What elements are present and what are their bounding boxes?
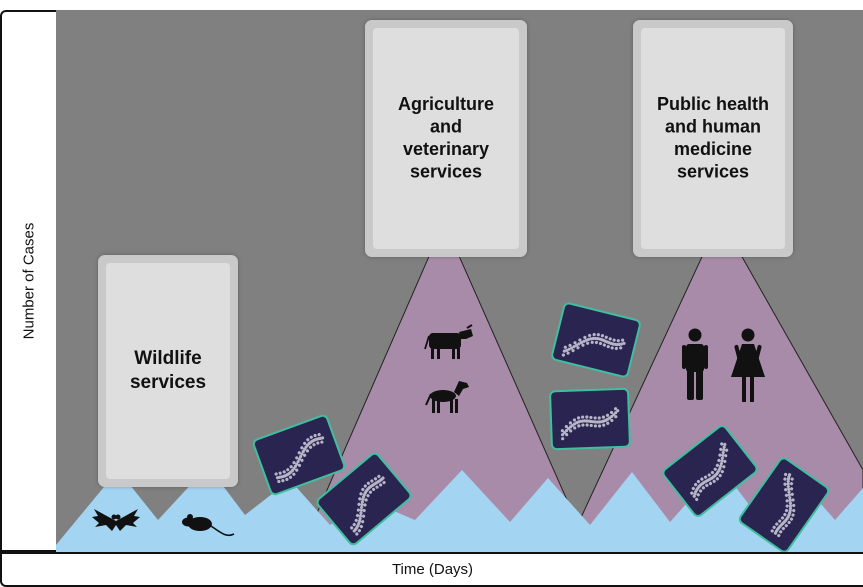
man-icon: [682, 328, 708, 400]
wildlife-service-box: [98, 255, 238, 487]
microbe-cards: [252, 302, 830, 553]
agriculture-service-box: [365, 20, 527, 257]
wildlife-peaks-band: [56, 466, 863, 552]
microbe-card: [252, 414, 346, 496]
x-axis-label: Time (Days): [0, 552, 863, 587]
microbe-card: [662, 425, 758, 517]
rat-icon: [182, 514, 235, 537]
y-axis-label-box: Number of Cases: [0, 10, 56, 552]
microbe-card: [551, 302, 641, 378]
bat-icon: [92, 509, 140, 531]
dog-icon: [425, 381, 469, 413]
microbe-card: [316, 452, 412, 546]
public-health-service-box: [633, 20, 793, 257]
cow-icon: [424, 324, 473, 359]
microbe-card: [549, 387, 631, 451]
woman-icon: [731, 328, 765, 402]
microbe-card: [738, 457, 830, 553]
